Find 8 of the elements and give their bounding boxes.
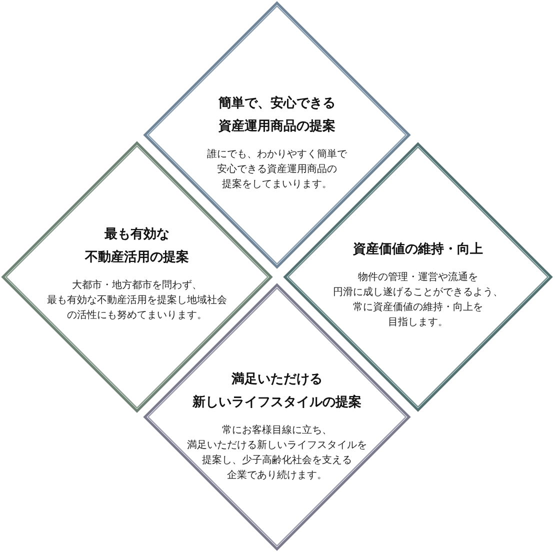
panel-heading: 満足いただける新しいライフスタイルの提案 xyxy=(192,371,362,412)
panel-text: 常にお客様目線に立ち、満足いただける新しいライフスタイルを提案し、少子高齢化社会を支える企業であり続けます。 xyxy=(187,424,367,483)
panel-text: 誰にでも、わかりやすく簡単で安心できる資産運用商品の提案をしてまいります。 xyxy=(207,148,347,192)
panel-heading: 資産価値の維持・向上 xyxy=(353,240,483,259)
panel-heading: 最も有効な不動産活用の提案 xyxy=(85,226,189,267)
panel-text: 物件の管理・運営や流通を円滑に成し遂げることができるよう、常に資産価値の維持・向上を目指します。 xyxy=(333,270,503,330)
panel-text: 大都市・地方都市を問わず、最も有効な不動産活用を提案し地域社会の活性にも努めてまいります。 xyxy=(47,278,227,323)
panel-heading: 簡単で、安心できる資産運用商品の提案 xyxy=(218,94,336,136)
